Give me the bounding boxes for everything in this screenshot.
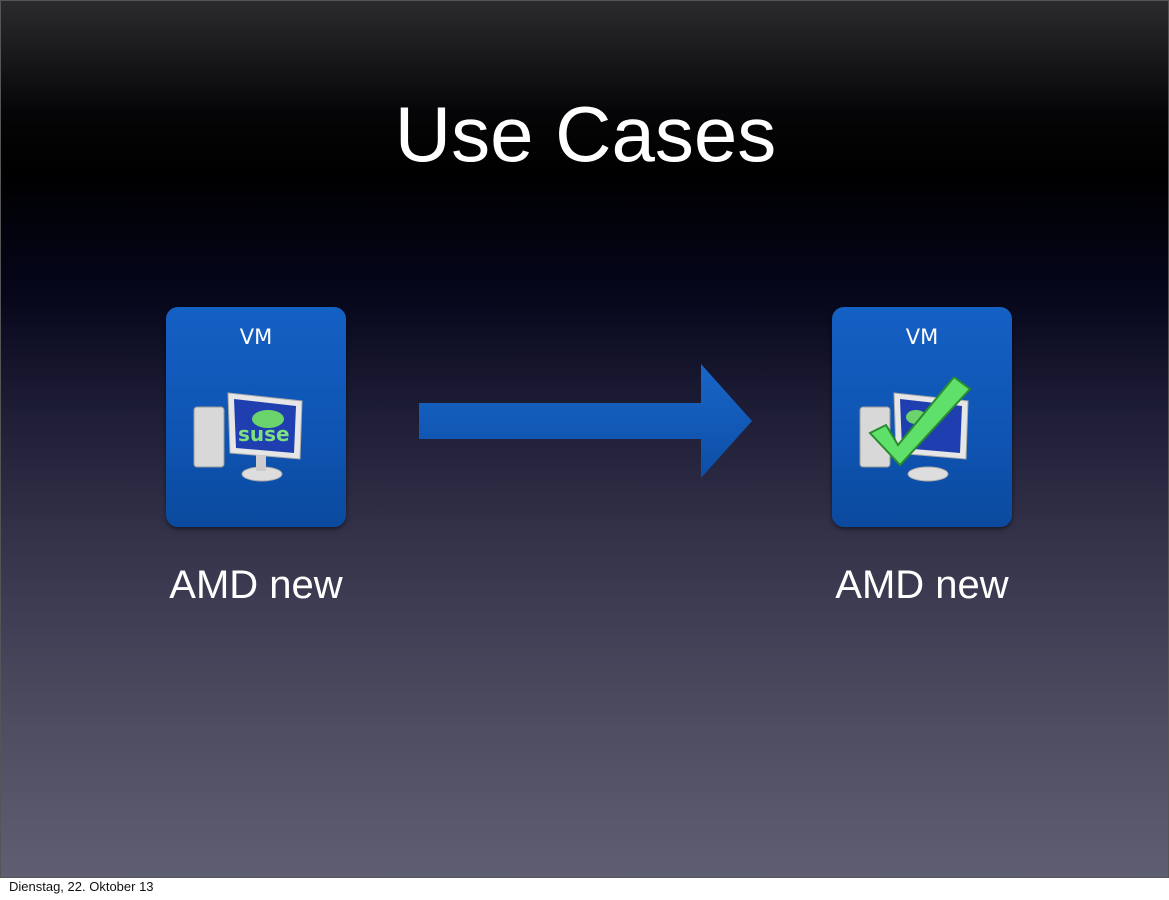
vm-card-source: VM suse — [166, 307, 346, 527]
footer-date: Dienstag, 22. Oktober 13 — [9, 879, 154, 894]
suse-computer-icon: suse — [193, 392, 303, 482]
target-label: AMD new — [835, 563, 1009, 607]
vm-label: VM — [239, 325, 273, 349]
computer-checkmark-icon — [859, 377, 972, 482]
right-arrow-icon — [419, 364, 752, 478]
slide: Use Cases VM suse VM AMD new AMD new — [0, 0, 1169, 878]
vm-card-target: VM — [832, 307, 1012, 527]
svg-text:suse: suse — [238, 422, 290, 446]
vm-label: VM — [905, 325, 939, 349]
slide-title: Use Cases — [394, 90, 777, 178]
source-label: AMD new — [169, 563, 343, 607]
